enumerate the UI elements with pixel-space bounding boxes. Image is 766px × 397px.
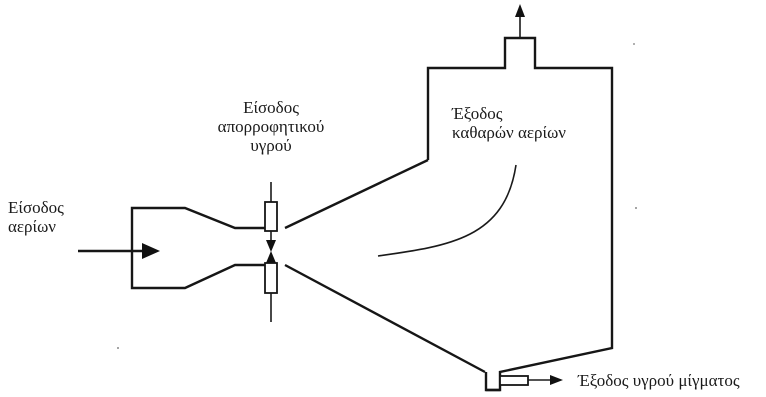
liquid-outlet-nozzle [499,375,529,386]
separator-body [426,36,614,392]
scan-speck [117,347,119,349]
gas-outlet-arrow-head [515,4,525,17]
scan-speck [635,207,637,209]
absorbent-inlet-label-line1: Είσοδος [243,98,299,117]
injection-top-arrow-head [266,240,276,252]
absorbent-inlet-label-line3: υγρού [250,136,292,155]
diffuser-upper-wall [284,158,429,230]
clean-gas-outlet-label: Έξοδος καθαρών αερίων [452,104,566,142]
injection-top-tube [264,201,278,232]
absorbent-inlet-label-line2: απορροφητικού [217,117,325,136]
gas-inlet-label-line2: αερίων [8,217,56,236]
scan-speck [633,43,635,45]
gas-inlet-arrow-head [142,243,160,259]
liquid-mixture-outlet-label: Έξοδος υγρού μίγματος [578,371,740,390]
venturi-lower-wall [130,232,270,290]
gas-flow-curve [377,164,517,257]
clean-gas-outlet-label-line2: καθαρών αερίων [452,123,566,142]
injection-bottom-arrow-head [266,251,276,263]
gas-inlet-label: Είσοδος αερίων [8,198,64,236]
venturi-upper-wall [130,206,270,232]
absorbent-inlet-label: Είσοδος απορροφητικού υγρού [208,98,334,155]
injection-bottom-tube [264,262,278,294]
diffuser-lower-wall [284,263,486,374]
gas-inlet-label-line1: Είσοδος [8,198,64,217]
clean-gas-outlet-label-line1: Έξοδος [452,104,503,123]
liquid-outlet-arrow-head [550,375,563,385]
